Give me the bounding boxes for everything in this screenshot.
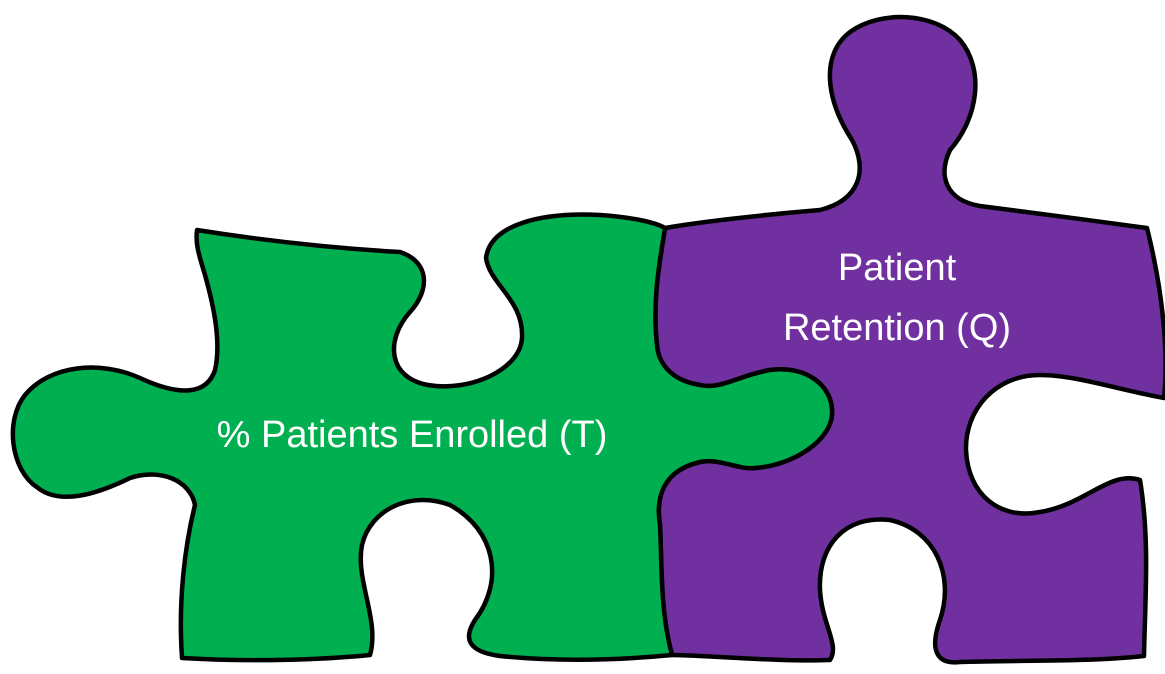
enrolled-piece-label: % Patients Enrolled (T): [217, 414, 608, 456]
retention-piece-label-line1: Patient: [838, 247, 957, 289]
puzzle-piece-enrolled-shape: [10, 212, 835, 663]
puzzle-piece-enrolled: [10, 212, 835, 663]
retention-piece-label-line2: Retention (Q): [783, 307, 1011, 349]
